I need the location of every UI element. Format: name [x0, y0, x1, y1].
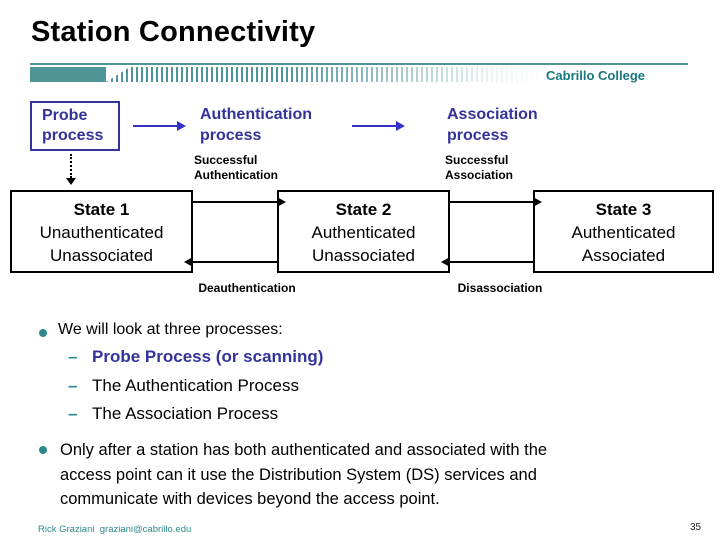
sub-bullet-dash: – [68, 404, 78, 423]
authentication-process-line2: process [200, 127, 262, 144]
sub-bullet3-text: The Association Process [92, 404, 279, 423]
sub-bullet1-text: Probe Process (or scanning) [92, 347, 324, 366]
state1-title: State 1 [73, 200, 130, 219]
arrow-authentication-to-association [352, 121, 405, 131]
bullet2-line2: access point can it use the Distribution… [60, 465, 537, 484]
successful-authentication-line2: Authentication [194, 168, 278, 182]
state1-line2: Unassociated [49, 246, 153, 265]
arrow-state2-to-state1 [184, 257, 278, 267]
state3-title: State 3 [595, 200, 652, 219]
bullet2-line3: communicate with devices beyond the acce… [60, 490, 440, 508]
sub-bullet-dash: – [68, 347, 78, 366]
page-number: 35 [690, 522, 702, 533]
state3-box: State 3 Authenticated Associated [533, 190, 714, 273]
page-title: Station Connectivity [31, 16, 316, 48]
header-accent-bar [30, 67, 106, 82]
successful-association-line1: Successful [445, 153, 509, 167]
state2-line2: Unassociated [311, 246, 415, 265]
authentication-process-label: Authentication process [200, 104, 312, 146]
successful-association-line2: Association [445, 168, 514, 182]
disassociation-label: Disassociation [457, 281, 543, 295]
probe-process-box: Probe process [30, 101, 120, 151]
state1-box: State 1 Unauthenticated Unassociated [10, 190, 193, 273]
state1-line1: Unauthenticated [39, 223, 164, 242]
association-process-label: Association process [447, 104, 538, 146]
state3-line1: Authenticated [571, 223, 676, 242]
state2-line1: Authenticated [311, 223, 416, 242]
arrow-state2-to-state3 [449, 197, 542, 207]
dotted-arrow-probe-to-state1 [70, 154, 72, 178]
arrow-state1-to-state2 [192, 197, 286, 207]
sub-bullet2-text: The Authentication Process [92, 376, 299, 395]
brand-text: Cabrillo College [546, 68, 645, 83]
deauthentication-label: Deauthentication [198, 281, 296, 295]
sub-bullet-dash: – [68, 376, 78, 395]
state3-line2: Associated [581, 246, 666, 265]
dotted-arrow-head-icon [66, 178, 76, 185]
bullet-dot [39, 446, 47, 454]
association-process-line2: process [447, 127, 509, 144]
bullet1-text: We will look at three processes: [58, 321, 283, 338]
bullet-dot [39, 329, 47, 337]
successful-authentication-line1: Successful [194, 153, 258, 167]
association-process-line1: Association [447, 106, 538, 123]
author-credit: Rick Graziani graziani@cabrillo.edu [38, 524, 192, 535]
arrow-state3-to-state2 [441, 257, 534, 267]
probe-process-line2: process [42, 127, 104, 144]
authentication-process-line1: Authentication [200, 106, 312, 123]
bullet2-text: Only after a station has both authentica… [60, 438, 547, 512]
successful-association-label: Successful Association [445, 153, 513, 183]
successful-authentication-label: Successful Authentication [194, 153, 278, 183]
probe-process-line1: Probe [42, 107, 88, 124]
bullet2-line1: Only after a station has both authentica… [60, 441, 548, 459]
header-accent-bar-fade [106, 67, 548, 82]
header-divider-line [30, 63, 688, 65]
state2-box: State 2 Authenticated Unassociated [277, 190, 450, 273]
arrow-probe-to-authentication [133, 121, 186, 131]
state2-title: State 2 [335, 200, 392, 219]
